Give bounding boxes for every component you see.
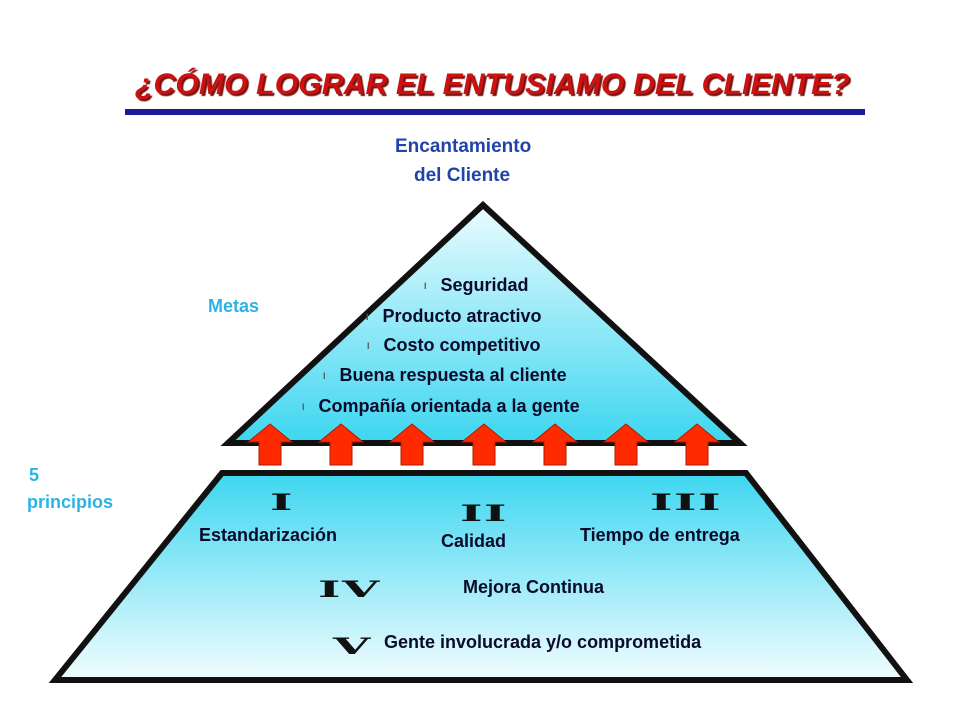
up-arrow-icon [460, 423, 508, 466]
apex-label: Encantamiento del Cliente [380, 132, 590, 190]
goal-item: l Seguridad [424, 275, 529, 296]
up-arrow-icon [531, 423, 579, 466]
goal-item: l Producto atractivo [366, 306, 542, 327]
bullet-icon: l [424, 281, 427, 292]
goal-text: Producto atractivo [382, 306, 542, 326]
up-arrow-icon [673, 423, 721, 466]
up-arrow-icon [317, 423, 365, 466]
principle-numeral: V [333, 633, 372, 660]
principle-numeral: III [650, 489, 723, 516]
bullet-icon: l [302, 402, 305, 413]
goal-item: l Buena respuesta al cliente [323, 365, 567, 386]
pyramid-base [48, 470, 914, 683]
page-title: ¿CÓMO LOGRAR EL ENTUSIAMO DEL CLIENTE? [135, 68, 850, 101]
goal-text: Costo competitivo [383, 335, 541, 355]
up-arrow-icon [388, 423, 436, 466]
principle-numeral: II [460, 500, 509, 527]
principles-label: 5 principios [10, 462, 130, 516]
up-arrow-icon [246, 423, 294, 466]
apex-label-line2: del Cliente [414, 165, 511, 186]
principle-name: Estandarización [199, 525, 338, 545]
principle-numeral: IV [318, 576, 381, 603]
goal-text: Seguridad [440, 275, 529, 295]
principle-name: Calidad [441, 531, 507, 551]
up-arrow-icon [602, 423, 650, 466]
principle-name: Mejora Continua [463, 577, 605, 597]
goal-text: Buena respuesta al cliente [339, 365, 567, 385]
apex-label-line1: Encantamiento [395, 136, 532, 157]
principle-name: Tiempo de entrega [580, 525, 740, 545]
goal-text: Compañía orientada a la gente [318, 396, 580, 416]
goal-item: l Compañía orientada a la gente [302, 396, 580, 417]
principles-label-line2: principios [26, 492, 113, 512]
support-arrows [246, 423, 721, 466]
principles-label-line1: 5 [28, 465, 39, 485]
principle-name: Gente involucrada y/o comprometida [384, 632, 702, 652]
bullet-icon: l [367, 341, 370, 352]
metas-label: Metas [208, 296, 260, 316]
title-underline [125, 109, 865, 115]
goal-item: l Costo competitivo [367, 335, 541, 356]
bullet-icon: l [366, 312, 369, 323]
principle-numeral: I [270, 489, 295, 516]
bullet-icon: l [323, 371, 326, 382]
